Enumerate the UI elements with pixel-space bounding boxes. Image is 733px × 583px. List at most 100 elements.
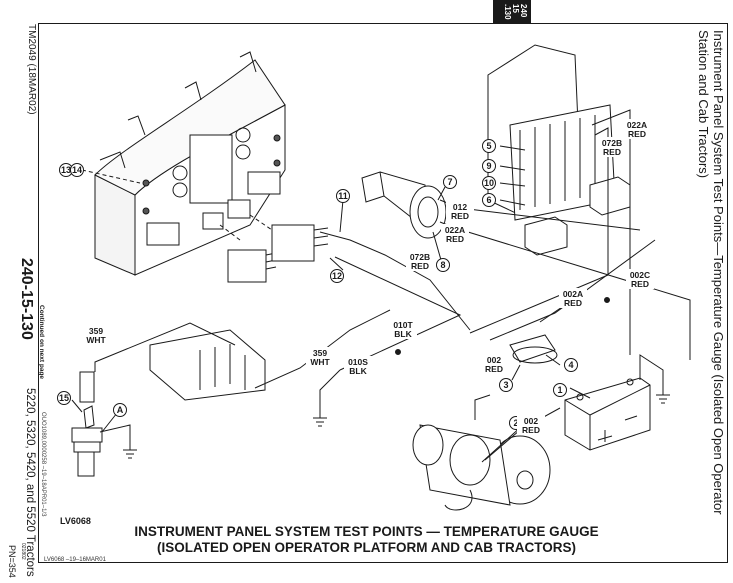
wire-number: 002A bbox=[563, 289, 583, 299]
instrument-panel bbox=[94, 51, 286, 276]
wire-number: 002 bbox=[487, 355, 501, 365]
callout-1: 1 bbox=[553, 383, 567, 397]
wire-number: 010S bbox=[348, 357, 368, 367]
ground-symbol-3 bbox=[656, 394, 670, 404]
caption-line-1: INSTRUMENT PANEL SYSTEM TEST POINTS — TE… bbox=[134, 524, 599, 539]
panel-connector-b bbox=[271, 224, 329, 262]
wire-010S bbox=[319, 369, 341, 418]
wire-batt-ground bbox=[639, 354, 664, 395]
callout-label: 11 bbox=[338, 191, 348, 201]
ground-symbol-1 bbox=[313, 417, 327, 427]
panel-connector-a bbox=[227, 249, 277, 283]
callout-label: 3 bbox=[503, 380, 508, 390]
callout-15: 15 bbox=[57, 391, 71, 405]
splice-002 bbox=[604, 297, 610, 303]
wire-number: 012 bbox=[453, 202, 467, 212]
callout-label: A bbox=[117, 405, 124, 415]
wire-number: 022A bbox=[627, 120, 647, 130]
wire-color: RED bbox=[628, 129, 646, 139]
callout-3: 3 bbox=[499, 378, 513, 392]
callout-9: 9 bbox=[482, 159, 496, 173]
caption-line-2: (ISOLATED OPEN OPERATOR PLATFORM AND CAB… bbox=[157, 540, 576, 555]
wire-002-starter bbox=[474, 394, 491, 420]
temperature-sensor bbox=[71, 371, 103, 477]
splice-010 bbox=[395, 349, 401, 355]
wire-color: WHT bbox=[310, 357, 330, 367]
callout-10: 10 bbox=[482, 176, 496, 190]
callout-14: 14 bbox=[70, 163, 84, 177]
callout-label: 5 bbox=[486, 141, 491, 151]
callout-11: 11 bbox=[336, 189, 350, 203]
starter-motor bbox=[412, 424, 551, 511]
battery bbox=[564, 377, 651, 451]
figure-id: LV6068 bbox=[60, 516, 91, 526]
wire-072B-conn bbox=[319, 231, 471, 331]
wire-072B-fuse bbox=[469, 127, 609, 334]
callout-label: 7 bbox=[447, 177, 452, 187]
figure-caption: INSTRUMENT PANEL SYSTEM TEST POINTS — TE… bbox=[0, 524, 733, 556]
fuse-block bbox=[487, 44, 631, 256]
ground-symbol-2 bbox=[123, 449, 137, 459]
harness-connector bbox=[149, 329, 266, 401]
wire-number: 010T bbox=[393, 320, 413, 330]
callout-7: 7 bbox=[443, 175, 457, 189]
wire-number: 002C bbox=[630, 270, 650, 280]
callout-label: 4 bbox=[568, 360, 573, 370]
wire-color: BLK bbox=[349, 366, 367, 376]
wire-number: 072B bbox=[410, 252, 430, 262]
wire-label-group: 022ARED072BRED012RED022ARED072BRED002CRE… bbox=[82, 119, 654, 435]
wire-number: 359 bbox=[313, 348, 327, 358]
wire-color: WHT bbox=[86, 335, 106, 345]
figure-frame bbox=[38, 23, 728, 563]
wire-color: RED bbox=[522, 425, 540, 435]
callout-label: 8 bbox=[440, 260, 445, 270]
wire-color: RED bbox=[564, 298, 582, 308]
fusible-link bbox=[509, 334, 558, 364]
callout-label: 13 bbox=[61, 165, 71, 175]
callout-label: 14 bbox=[72, 165, 82, 175]
wire-color: BLK bbox=[394, 329, 412, 339]
wire-number: 002 bbox=[524, 416, 538, 426]
wire-number: 022A bbox=[445, 225, 465, 235]
callout-label: 1 bbox=[557, 385, 562, 395]
ignition-switch bbox=[361, 171, 447, 239]
section-tab: 240 15 .130 bbox=[493, 0, 531, 24]
wire-color: RED bbox=[603, 147, 621, 157]
callout-8: 8 bbox=[436, 258, 450, 272]
wire-sensor-ground bbox=[99, 424, 131, 450]
figure-footer-ref: LV6068 –19–16MAR01 bbox=[44, 557, 106, 563]
callout-label: 6 bbox=[486, 195, 491, 205]
wire-010T bbox=[334, 256, 462, 371]
callout-12: 12 bbox=[330, 269, 344, 283]
callout-label: 12 bbox=[332, 271, 342, 281]
wire-color: RED bbox=[446, 234, 464, 244]
callout-4: 4 bbox=[564, 358, 578, 372]
callout-label: 15 bbox=[59, 393, 69, 403]
callout-label: 2 bbox=[513, 418, 518, 428]
callout-label: 9 bbox=[486, 161, 491, 171]
callout-6: 6 bbox=[482, 193, 496, 207]
callout-label: 10 bbox=[484, 178, 494, 188]
wire-color: RED bbox=[631, 279, 649, 289]
callout-a: A bbox=[113, 403, 127, 417]
wire-number: 359 bbox=[89, 326, 103, 336]
wire-number: 072B bbox=[602, 138, 622, 148]
wire-color: RED bbox=[451, 211, 469, 221]
wire-color: RED bbox=[411, 261, 429, 271]
wire-002C bbox=[489, 239, 656, 341]
